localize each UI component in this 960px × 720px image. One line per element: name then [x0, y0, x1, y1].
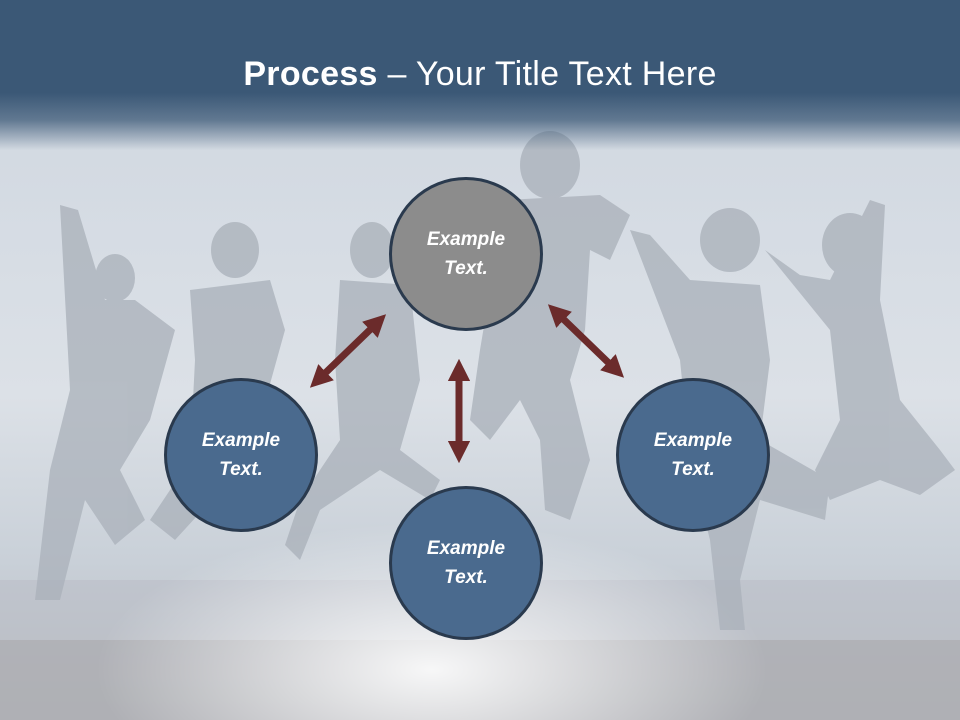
node-line-2: Text. [219, 459, 263, 480]
double-arrow-icon [547, 304, 625, 378]
node-line-1: Example [426, 538, 506, 559]
node-line-2: Text. [671, 459, 715, 480]
double-arrow-icon [309, 314, 387, 388]
title-rest: – Your Title Text Here [377, 55, 717, 93]
node-line-1: Example [201, 430, 281, 451]
header-band [0, 0, 960, 150]
title-bold: Process [243, 55, 378, 93]
node-line-2: Text. [444, 567, 488, 588]
node-line-2: Text. [444, 258, 488, 279]
node-line-1: Example [426, 229, 506, 250]
node-line-1: Example [653, 430, 733, 451]
page-title: Process – Your Title Text Here [0, 52, 960, 96]
